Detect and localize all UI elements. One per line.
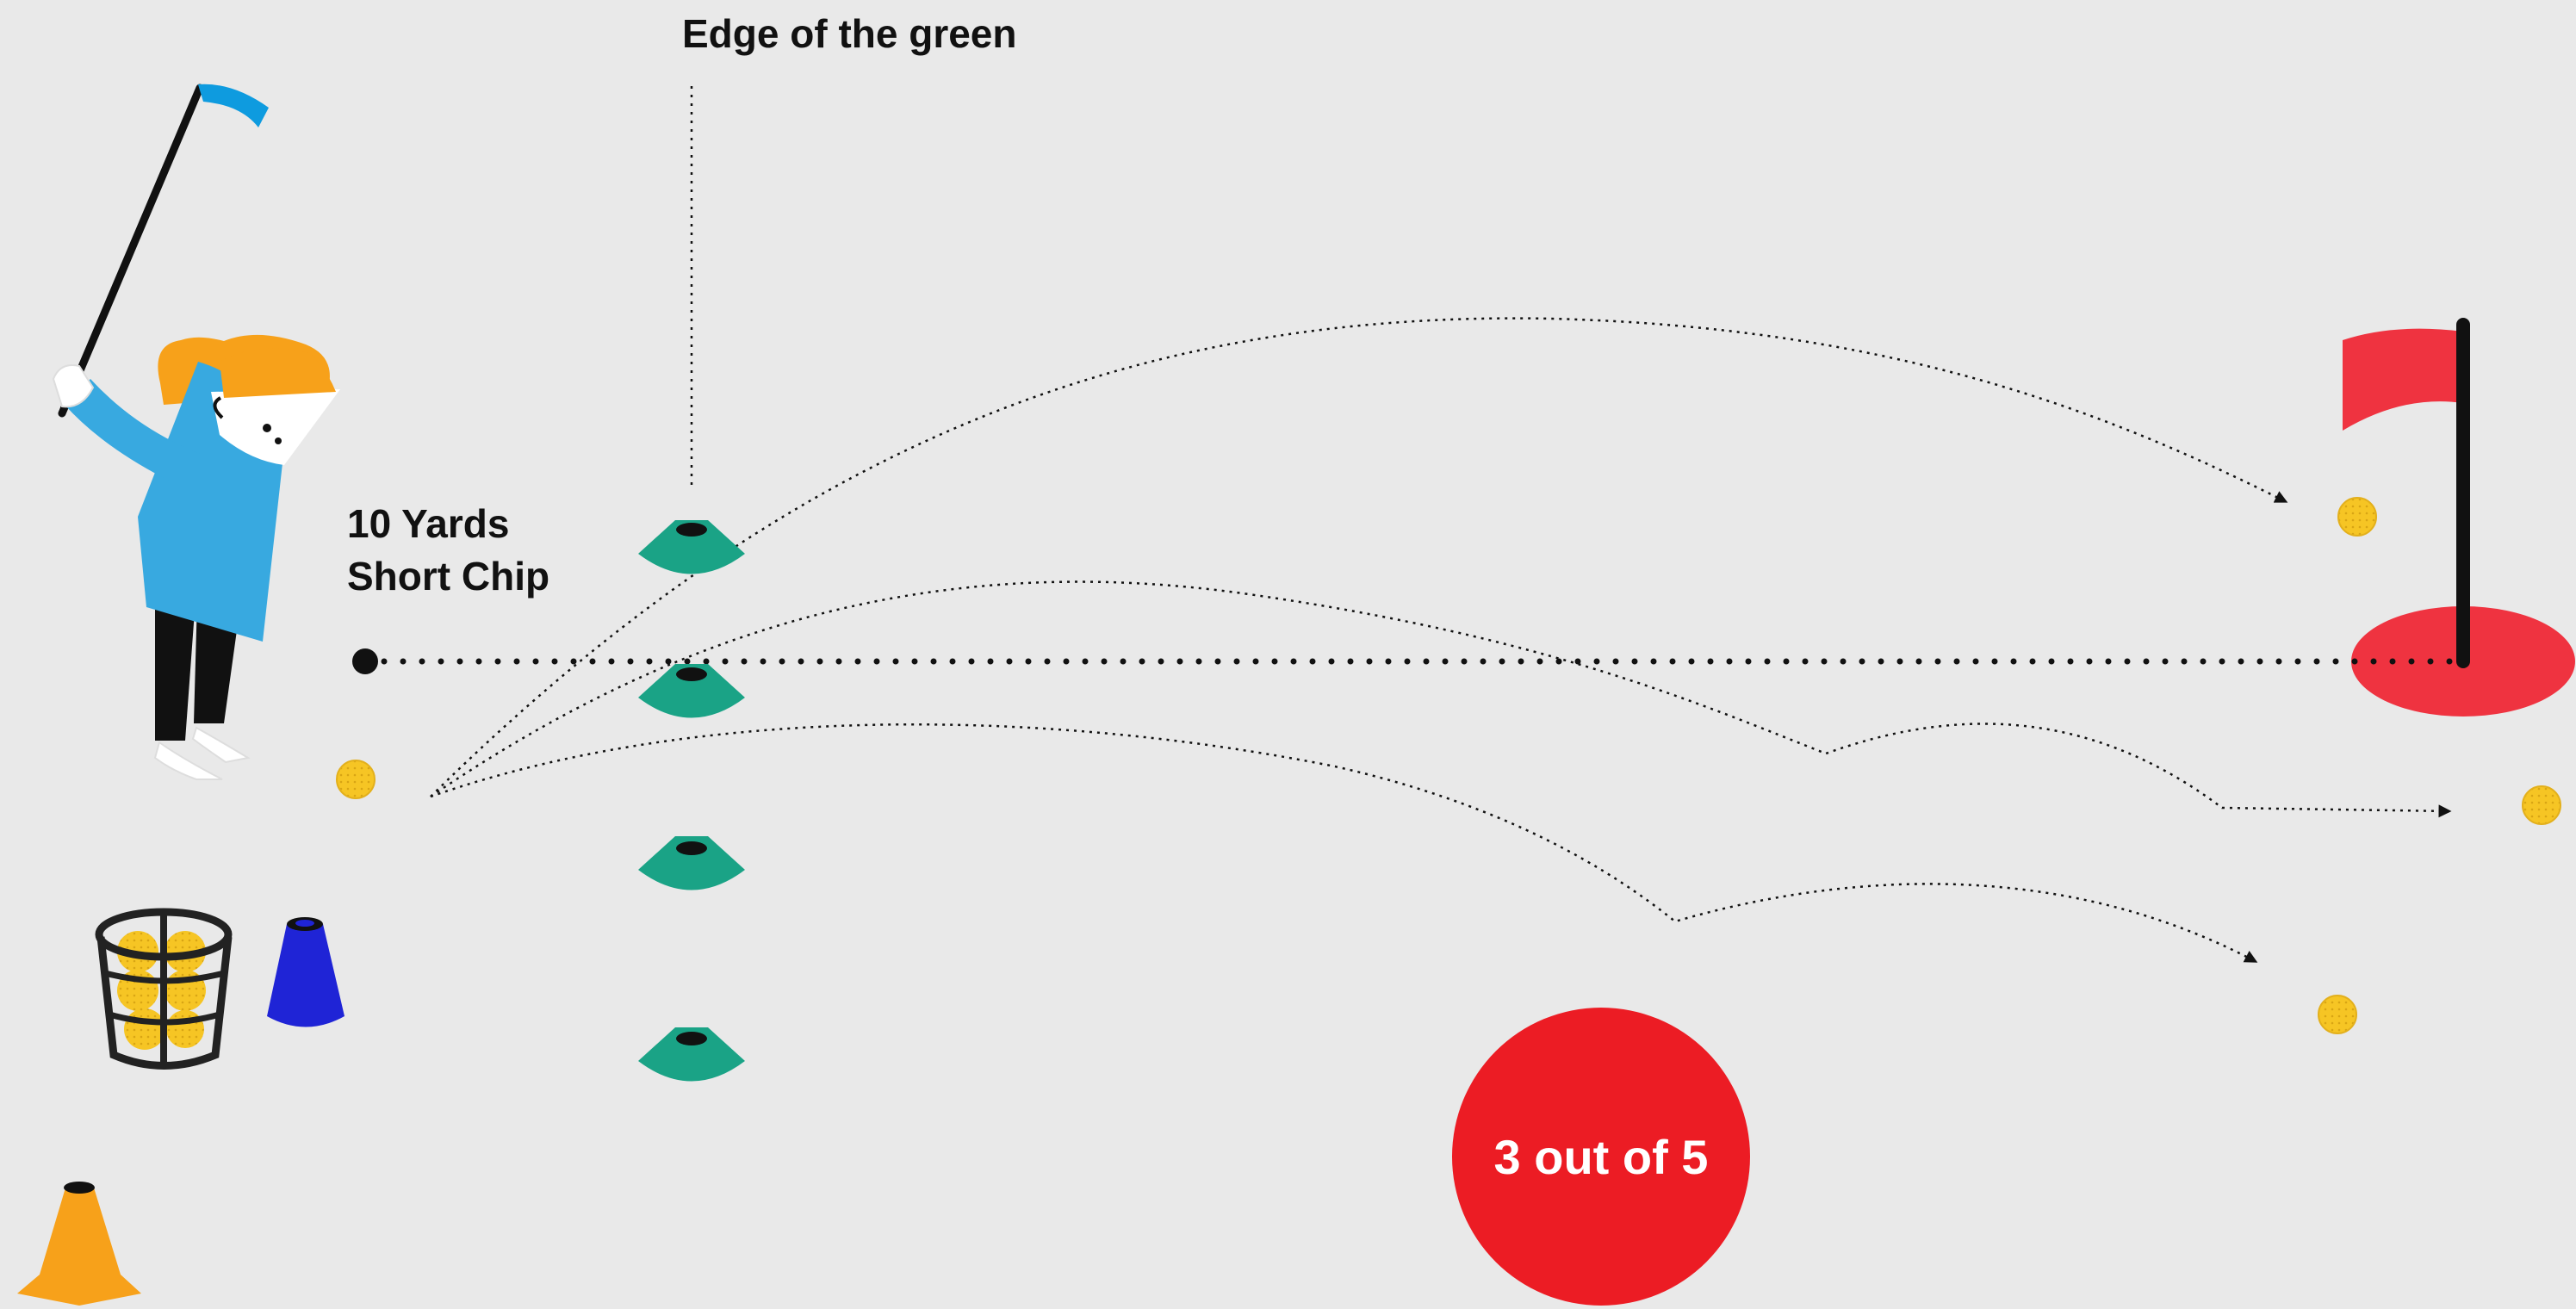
golf-ball-icon — [2318, 995, 2357, 1034]
golfer-figure — [52, 84, 340, 780]
ball-basket-icon — [95, 908, 233, 1070]
blue-cone-icon — [267, 917, 345, 1027]
distance-label: 10 Yards — [347, 501, 510, 546]
golf-ball-icon — [2337, 497, 2377, 537]
drill-name-label: Short Chip — [347, 554, 550, 599]
orange-cone-icon — [17, 1182, 141, 1306]
marker-cone — [638, 836, 745, 890]
club-head — [198, 84, 269, 127]
shot-trajectories — [430, 317, 2452, 964]
trajectory-middle — [430, 580, 2452, 818]
marker-cone — [638, 1027, 745, 1082]
drill-title: 10 Yards Short Chip — [347, 498, 549, 603]
start-point — [352, 648, 378, 674]
score-badge: 3 out of 5 — [1452, 1008, 1750, 1306]
golf-ball-icon — [336, 760, 376, 799]
edge-of-green-label: Edge of the green — [682, 11, 1017, 56]
marker-cone — [638, 664, 745, 718]
marker-cone — [638, 520, 745, 574]
golf-ball-icon — [2522, 785, 2561, 825]
trajectory-long — [430, 317, 2288, 797]
score-text: 3 out of 5 — [1493, 1129, 1709, 1184]
flagstick-icon — [2343, 318, 2470, 668]
